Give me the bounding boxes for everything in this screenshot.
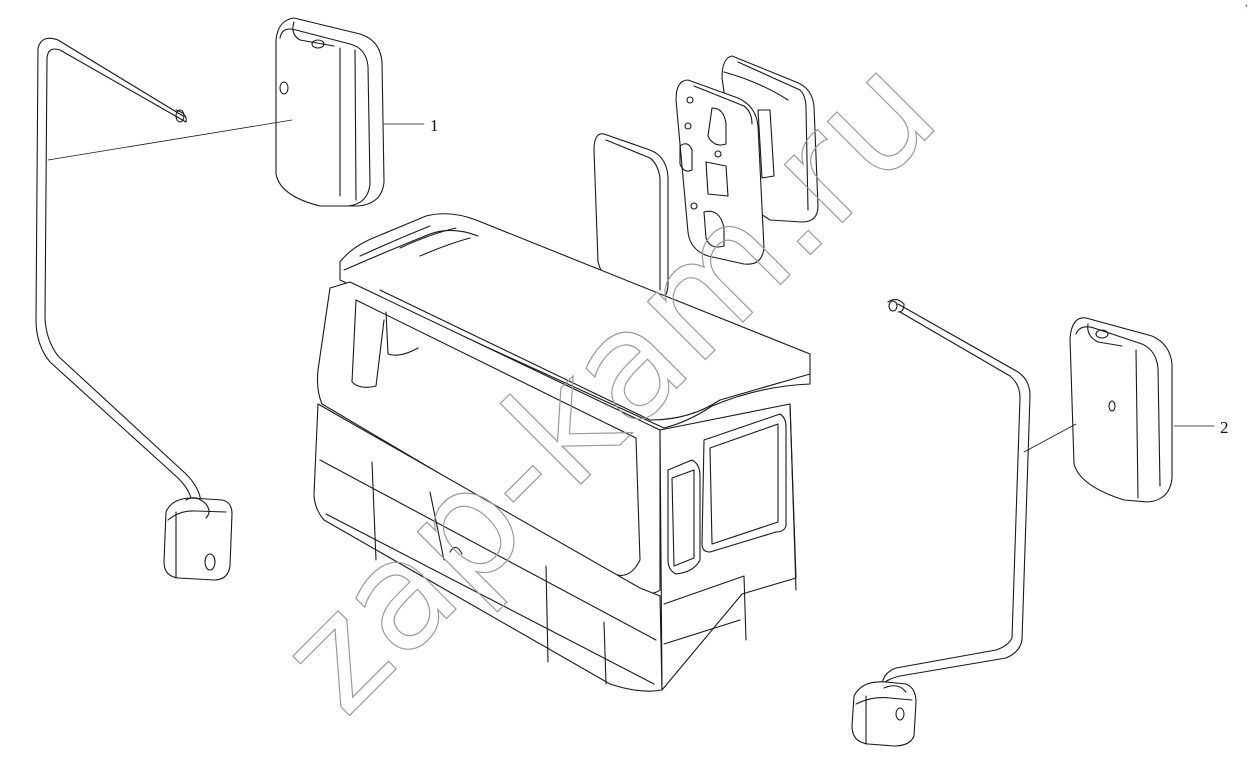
mirror-2 bbox=[1069, 317, 1173, 503]
left-mirror-bracket bbox=[35, 37, 202, 506]
corner-mark: • bbox=[1245, 4, 1248, 10]
mirror-1 bbox=[275, 17, 385, 207]
right-lower-mirror bbox=[851, 681, 917, 747]
mirror-assembly-exploded bbox=[593, 55, 819, 303]
callout-2-label: 2 bbox=[1220, 418, 1229, 437]
truck-cab bbox=[313, 213, 811, 692]
leader-line-1 bbox=[47, 119, 293, 161]
leader-line-2 bbox=[1023, 423, 1077, 453]
right-mirror-bracket bbox=[875, 298, 1031, 693]
left-lower-mirror bbox=[163, 497, 233, 581]
callout-1-label: 1 bbox=[430, 116, 439, 135]
